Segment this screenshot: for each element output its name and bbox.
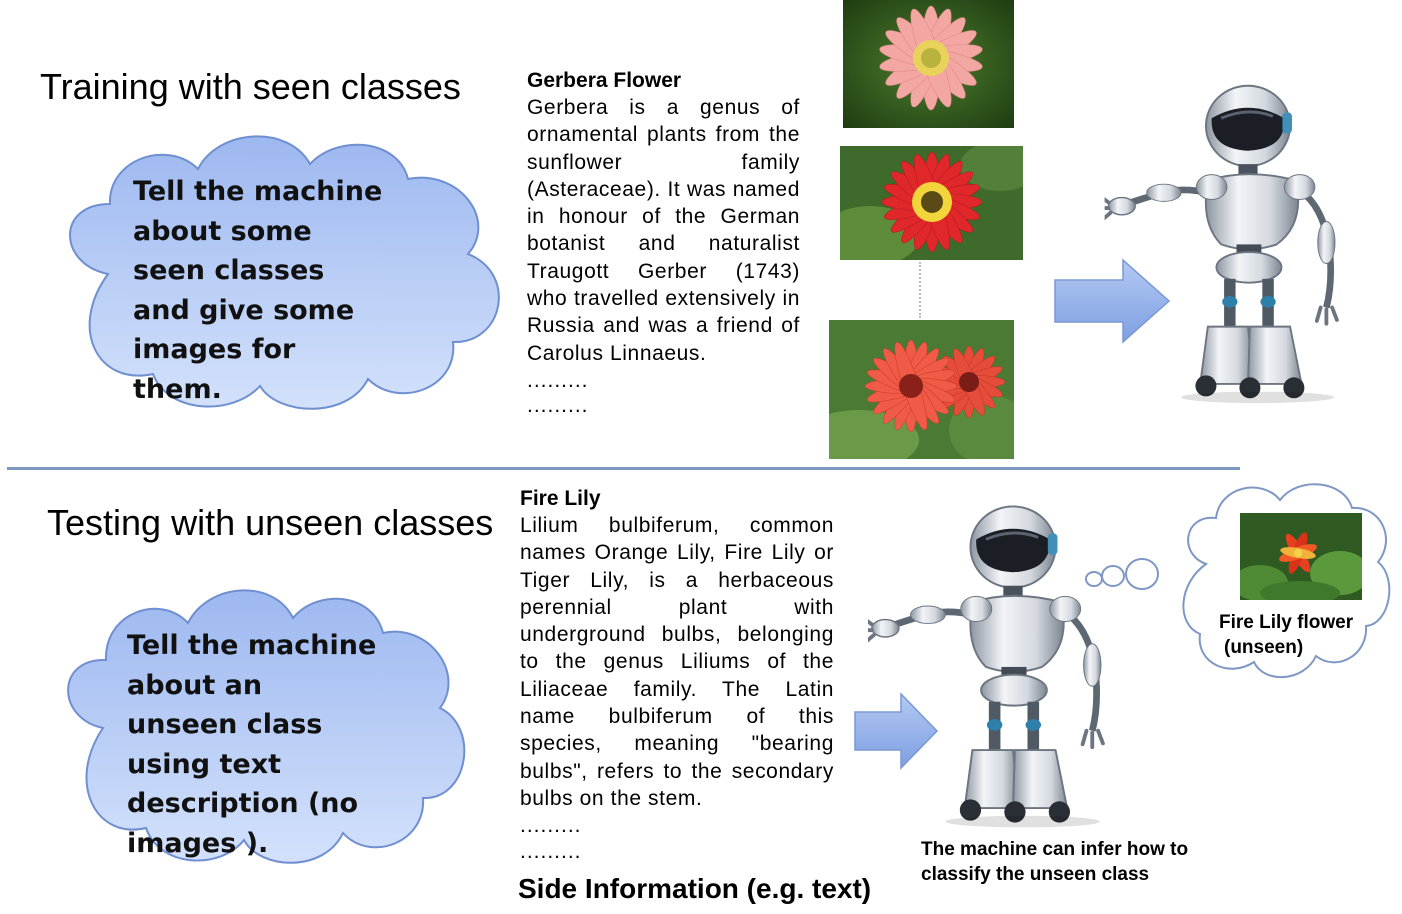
testing-ellipsis-2: .........: [520, 839, 582, 863]
gerbera-photo-pink: [843, 0, 1014, 128]
testing-arrow-icon: [854, 692, 939, 770]
training-robot-icon: [1098, 80, 1398, 405]
training-heading: Training with seen classes: [40, 66, 461, 107]
training-arrow-icon: [1054, 258, 1171, 344]
training-ellipsis-1: .........: [527, 368, 589, 392]
testing-cloud-text: Tell the machine about an unseen class u…: [127, 630, 377, 859]
training-description-title: Gerbera Flower: [527, 69, 682, 92]
robot-caption-line-2: classify the unseen class: [921, 864, 1150, 885]
thought-label-line-2: (unseen): [1224, 637, 1304, 658]
testing-robot-icon: [868, 500, 1158, 830]
training-description: Gerbera Flower Gerbera is a genus of orn…: [527, 68, 800, 420]
testing-heading: Testing with unseen classes: [47, 502, 494, 543]
gerbera-photo-red: [840, 146, 1023, 260]
robot-caption-line-1: The machine can infer how to: [921, 839, 1189, 860]
training-cloud-text: Tell the machine about some seen classes…: [133, 176, 383, 405]
training-cloud: [69, 135, 500, 410]
image-separator-dots: [919, 262, 925, 318]
testing-description-body: Lilium bulbiferum, common names Orange L…: [520, 514, 834, 810]
training-ellipsis-2: .........: [527, 394, 589, 418]
fire-lily-photo: [1240, 513, 1362, 600]
testing-description: Fire Lily Lilium bulbiferum, common name…: [520, 486, 834, 865]
section-divider: [7, 467, 1240, 470]
testing-cloud: [67, 589, 466, 864]
testing-description-title: Fire Lily: [520, 487, 601, 510]
thought-bubbles-icon: [1085, 558, 1159, 590]
gerbera-photo-coral: [829, 320, 1014, 459]
robot-caption: The machine can infer how to classify th…: [921, 837, 1188, 887]
training-description-body: Gerbera is a genus of ornamental plants …: [527, 96, 800, 365]
thought-label-line-1: Fire Lily flower: [1219, 612, 1354, 633]
side-info-label: Side Information (e.g. text): [518, 873, 872, 904]
testing-ellipsis-1: .........: [520, 814, 582, 838]
thought-label: Fire Lily flower (unseen): [1219, 610, 1353, 660]
